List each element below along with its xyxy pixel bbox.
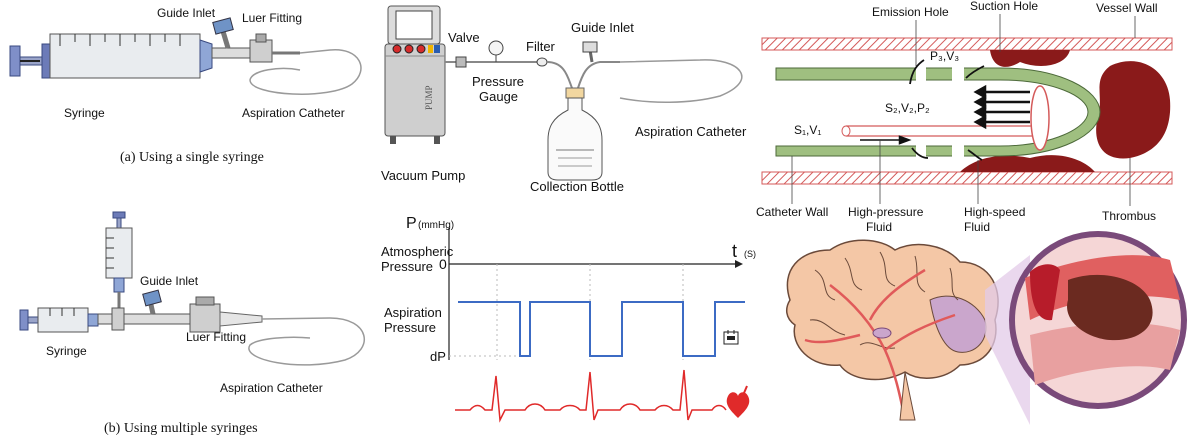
aspiration-catheter-label-b: Aspiration Catheter: [220, 381, 323, 395]
emission-hole-label: Emission Hole: [872, 5, 949, 19]
valve-label: Valve: [448, 30, 480, 45]
suction-hole-bottom: [952, 144, 964, 158]
catheter-a-tube: [249, 49, 362, 95]
aspiration-catheter-pump-label: Aspiration Catheter: [635, 124, 747, 139]
brain-arteries: [804, 268, 956, 421]
atmospheric-label-1: Atmospheric: [381, 244, 454, 259]
inner-jet-lumen: [846, 125, 1038, 137]
high-speed-fluid-label-1: High-speed: [964, 205, 1025, 219]
luer-fitting-label-a: Luer Fitting: [242, 11, 302, 25]
aspiration-pressure-label-2: Pressure: [384, 320, 436, 335]
p3-v3-label: P₃,V₃: [930, 49, 959, 63]
curved-flow-arrows: [909, 59, 985, 161]
x-axis-label: t: [732, 241, 737, 261]
collection-bottle-icon: [547, 87, 603, 181]
x-axis-unit: (S): [744, 249, 756, 259]
manifold-b-icon: [97, 289, 263, 333]
collection-bottle-label: Collection Bottle: [530, 179, 624, 194]
s1-v1-label: S₁,V₁: [794, 123, 821, 137]
pump-button-5: [434, 45, 440, 53]
thrombus-main: [1096, 61, 1171, 159]
high-speed-fluid-label-2: Fluid: [964, 220, 990, 234]
catheter-pump-tube: [619, 59, 743, 104]
zero-tick-label: 0: [439, 256, 447, 272]
pump-button-3: [416, 44, 426, 54]
tubing-network: [445, 40, 743, 104]
dp-label: dP: [430, 349, 446, 364]
pressure-gauge-icon: [488, 40, 504, 56]
emission-hole-top: [916, 66, 926, 82]
vacuum-pump-label: Vacuum Pump: [381, 168, 465, 183]
catheter-wall-label: Catheter Wall: [756, 205, 828, 219]
guide-inlet-pump-label: Guide Inlet: [571, 20, 634, 35]
panel-vacuum-pump: PUMP Valve Filter Guide Inlet Pre: [381, 5, 747, 194]
vacuum-pump-icon: PUMP: [384, 5, 446, 144]
leader-lines: [791, 14, 1136, 206]
s2-v2-p2-label: S₂,V₂,P₂: [885, 101, 930, 115]
brain-folds: [809, 251, 959, 349]
luer-fitting-label-b: Luer Fitting: [186, 330, 246, 344]
panel-catheter-flow: Emission Hole Suction Hole Vessel Wall P…: [756, 0, 1173, 234]
syringe-label-a: Syringe: [64, 106, 105, 120]
aspiration-pressure-label-1: Aspiration: [384, 305, 442, 320]
solenoid-valve-icon: [723, 330, 739, 345]
aspiration-pressure-signal: [458, 301, 745, 357]
connector-a-icon: [211, 17, 300, 63]
suction-hole-top: [952, 66, 964, 82]
jet-loop-icon: [1030, 85, 1050, 151]
panel-b-multiple-syringes: Guide Inlet Luer Fitting Syringe Aspirat…: [19, 211, 365, 436]
pressure-gauge-label-1: Pressure: [472, 74, 524, 89]
pump-button-4: [428, 45, 433, 53]
syringe-label-b: Syringe: [46, 344, 87, 358]
guide-inlet-label-a: Guide Inlet: [157, 6, 216, 20]
caption-b: (b) Using multiple syringes: [104, 421, 258, 436]
suction-hole-label: Suction Hole: [970, 0, 1038, 13]
thrombus-label: Thrombus: [1102, 209, 1156, 223]
y-axis-unit: (mmHg): [418, 220, 454, 231]
pump-button-1: [392, 44, 402, 54]
y-axis-label: P: [406, 215, 417, 232]
aspiration-catheter-label-a: Aspiration Catheter: [242, 106, 345, 120]
vessel-wall-bottom: [761, 171, 1173, 185]
filter-icon: [536, 57, 548, 67]
ecg-trace: [455, 369, 727, 423]
heart-icon: [726, 392, 750, 418]
atmospheric-label-2: Pressure: [381, 259, 433, 274]
vertical-syringe-icon: [105, 211, 133, 316]
flow-arrows: [860, 84, 1030, 145]
high-pressure-fluid-label-1: High-pressure: [848, 205, 924, 219]
zoom-circle: [1009, 231, 1187, 409]
pump-button-2: [404, 44, 414, 54]
vessel-wall-label: Vessel Wall: [1096, 1, 1158, 15]
horizontal-syringe-icon: [19, 307, 99, 333]
vessel-wall-top: [761, 37, 1173, 51]
pressure-gauge-label-2: Gauge: [479, 89, 518, 104]
caption-a: (a) Using a single syringe: [120, 150, 264, 165]
high-pressure-fluid-label-2: Fluid: [866, 220, 892, 234]
catheter-body: [775, 67, 1101, 157]
catheter-b-tube: [248, 317, 365, 366]
emission-hole-bottom: [916, 144, 926, 158]
guide-inlet-pump-icon: [582, 41, 598, 53]
guide-inlet-label-b: Guide Inlet: [140, 274, 199, 288]
panel-a-single-syringe: Guide Inlet Luer Fitting Syringe Aspirat…: [9, 6, 362, 165]
brain-illustration: [785, 231, 1187, 425]
filter-label: Filter: [526, 39, 556, 54]
pump-body-text: PUMP: [424, 85, 434, 110]
thrombus-bottom-fragment: [960, 155, 1095, 172]
thrombus-top-fragment: [990, 50, 1070, 67]
pressure-waveform-chart: P (mmHg) t (S) Atmospheric Pressure 0 As…: [381, 215, 756, 423]
syringe-a-icon: [9, 33, 213, 79]
